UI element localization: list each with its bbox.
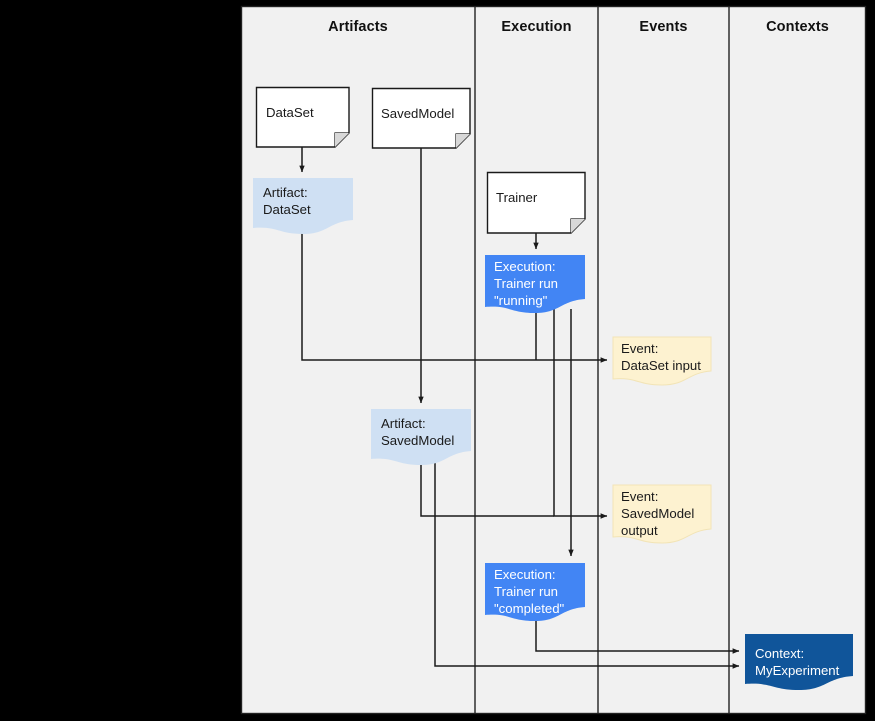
connector-artifact-savedmodel-to-event-output	[420, 460, 554, 517]
lane-title-contexts: Contexts	[766, 19, 829, 35]
connector-artifact-savedmodel-to-context	[434, 460, 740, 669]
artifact-dataset-shape[interactable]	[253, 178, 353, 234]
event-dataset-input-shape[interactable]	[612, 336, 712, 386]
context-myexperiment-shape[interactable]	[745, 634, 853, 690]
event-savedmodel-output-shape[interactable]	[612, 484, 712, 544]
artifact-savedmodel-shape[interactable]	[371, 409, 471, 465]
connector-artifact-dataset-to-event-input	[301, 232, 608, 363]
dataset-type-shape[interactable]	[255, 86, 350, 148]
lane-title-artifacts: Artifacts	[328, 19, 388, 35]
trainer-type-shape[interactable]	[486, 171, 586, 234]
execution-completed-shape[interactable]	[485, 563, 585, 621]
execution-running-shape[interactable]	[485, 255, 585, 313]
lane-title-execution: Execution	[501, 19, 572, 35]
savedmodel-type-shape[interactable]	[371, 87, 471, 149]
connector-execution-completed-to-context	[535, 616, 740, 654]
lane-title-events: Events	[639, 19, 688, 35]
